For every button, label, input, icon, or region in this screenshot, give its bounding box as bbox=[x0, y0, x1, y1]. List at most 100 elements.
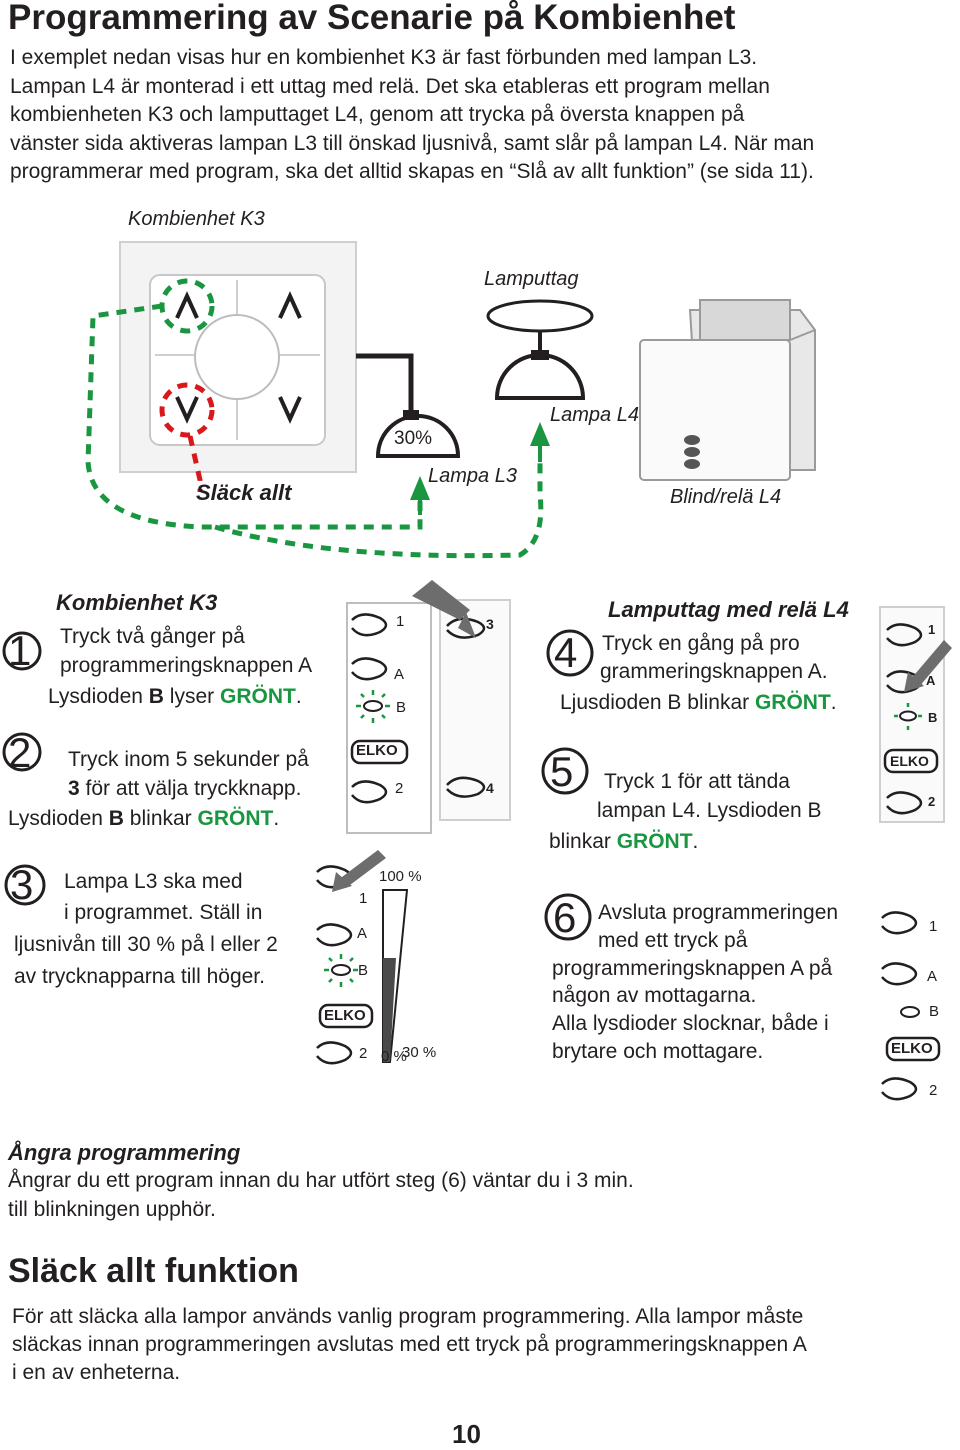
step6-line: någon av mottagarna. bbox=[552, 984, 757, 1007]
button-icon bbox=[351, 780, 388, 804]
step2-line: 3 för att välja tryckknapp. bbox=[68, 774, 301, 803]
angra-line: till blinkningen upphör. bbox=[8, 1198, 216, 1221]
button-icon bbox=[446, 776, 486, 798]
text: Lysdioden bbox=[8, 807, 109, 830]
button-icon bbox=[351, 613, 388, 637]
step4-line: Tryck en gång på pro bbox=[602, 632, 800, 655]
device-panel-step3 bbox=[316, 850, 409, 1065]
elko-logo-text: ELKO bbox=[891, 1040, 933, 1057]
label-1: 1 bbox=[928, 622, 936, 637]
angra-line: Ångrar du ett program innan du har utför… bbox=[8, 1169, 634, 1192]
intro-paragraph: I exemplet nedan visas hur en kombienhet… bbox=[10, 44, 950, 187]
step-number: 4 bbox=[554, 629, 578, 676]
step6-line: brytare och mottagare. bbox=[552, 1040, 764, 1063]
text: B bbox=[148, 685, 164, 708]
relay-box-l4 bbox=[639, 299, 816, 481]
down-arrow-icon bbox=[278, 396, 302, 424]
text: för att välja tryckknapp. bbox=[79, 777, 302, 800]
text: blinkar bbox=[549, 830, 617, 853]
green-text: GRÖNT bbox=[197, 807, 274, 830]
text: blinkar bbox=[123, 807, 198, 830]
step6-line: Alla lysdioder slocknar, både i bbox=[552, 1012, 829, 1035]
label-b: B bbox=[358, 962, 369, 979]
text: Lysdioden bbox=[48, 685, 149, 708]
dim-level-fill bbox=[383, 958, 396, 1062]
step-number: 2 bbox=[8, 729, 32, 776]
step6-line: Avsluta programmeringen bbox=[598, 901, 839, 924]
label-1: 1 bbox=[359, 890, 368, 907]
step3-line: i programmet. Ställ in bbox=[64, 901, 263, 924]
step4-line: Ljusdioden B blinkar GRÖNT. bbox=[560, 688, 837, 717]
step3-line: Lampa L3 ska med bbox=[64, 870, 243, 893]
elko-logo-text: ELKO bbox=[356, 742, 398, 759]
intro-line: programmerar med program, ska det alltid… bbox=[10, 160, 814, 184]
label-1: 1 bbox=[929, 918, 938, 935]
label-1: 1 bbox=[396, 613, 405, 630]
dim-percent-label: 30% bbox=[394, 428, 433, 449]
led-icon bbox=[363, 700, 383, 712]
text: . bbox=[692, 830, 699, 853]
step-number: 6 bbox=[553, 894, 577, 941]
elko-logo bbox=[350, 739, 409, 765]
label-100-percent: 100 % bbox=[379, 868, 422, 885]
page-title: Programmering av Scenarie på Kombienhet bbox=[8, 0, 736, 37]
down-arrow-icon bbox=[175, 396, 199, 424]
red-dashed-connection bbox=[159, 382, 215, 492]
led-blink-icon bbox=[356, 690, 390, 723]
lamputtag-label: Lamputtag bbox=[484, 268, 579, 290]
press-arrow-icon bbox=[412, 580, 476, 638]
text: 3 bbox=[68, 777, 80, 800]
step6-line: programmeringsknappen A på bbox=[552, 957, 833, 980]
label-a: A bbox=[927, 968, 938, 985]
green-text: GRÖNT bbox=[616, 830, 693, 853]
lampa-l3-label: Lampa L3 bbox=[428, 465, 517, 487]
step5-line: blinkar GRÖNT. bbox=[549, 827, 698, 856]
label-0-percent: 0 % bbox=[381, 1048, 407, 1065]
green-text: GRÖNT bbox=[219, 685, 296, 708]
up-arrow-icon bbox=[175, 291, 199, 319]
page-number: 10 bbox=[452, 1419, 481, 1449]
lamp-l3-icon bbox=[375, 410, 461, 458]
label-4: 4 bbox=[486, 780, 494, 796]
elko-logo-text: ELKO bbox=[890, 753, 929, 769]
label-b: B bbox=[929, 1003, 940, 1020]
l4-heading: Lamputtag med relä L4 bbox=[608, 597, 849, 622]
slack-heading: Släck allt funktion bbox=[8, 1252, 299, 1290]
label-2: 2 bbox=[359, 1045, 368, 1062]
slack-allt-label: Släck allt bbox=[196, 480, 292, 505]
label-a: A bbox=[394, 666, 405, 683]
wire-k3-l3 bbox=[356, 353, 414, 412]
text: lyser bbox=[163, 685, 220, 708]
step2-line: Lysdioden B blinkar GRÖNT. bbox=[8, 804, 279, 833]
intro-line: Lampan L4 är monterad i ett uttag med re… bbox=[10, 74, 770, 98]
up-arrow-icon bbox=[278, 291, 302, 319]
kombienhet-k3-switch bbox=[119, 241, 357, 473]
step-number-circles bbox=[2, 629, 594, 941]
lampa-l4-label: Lampa L4 bbox=[550, 404, 639, 426]
lamputtag-icon bbox=[486, 299, 594, 355]
switch-panel-3-4 bbox=[439, 599, 511, 821]
step1-line: Tryck två gånger på bbox=[60, 625, 245, 648]
step1-line: Lysdioden B lyser GRÖNT. bbox=[48, 682, 302, 711]
blind-rela-label: Blind/relä L4 bbox=[670, 486, 782, 508]
slack-line: släckas innan programmeringen avslutas m… bbox=[12, 1333, 807, 1356]
step4-line: grammeringsknappen A. bbox=[600, 660, 828, 683]
text: . bbox=[273, 807, 280, 830]
label-a: A bbox=[926, 673, 936, 688]
intro-line: vänster sida aktiveras lampan L3 till ön… bbox=[10, 131, 815, 155]
intro-line: kombienheten K3 och lamputtaget L4, geno… bbox=[10, 103, 745, 127]
text: . bbox=[830, 691, 837, 714]
elko-logo-text: ELKO bbox=[324, 1007, 366, 1024]
lamp-l4-icon bbox=[494, 350, 586, 400]
device-panel-l4 bbox=[879, 606, 952, 823]
green-dashed-connection bbox=[85, 278, 544, 559]
label-b: B bbox=[396, 699, 407, 716]
text: . bbox=[295, 685, 302, 708]
text: Ljusdioden B blinkar bbox=[560, 691, 755, 714]
k3-heading: Kombienhet K3 bbox=[56, 590, 218, 615]
step-number: 1 bbox=[8, 627, 32, 674]
intro-line: I exemplet nedan visas hur en kombienhet… bbox=[10, 46, 758, 69]
label-2: 2 bbox=[929, 1082, 938, 1099]
step6-line: med ett tryck på bbox=[598, 929, 748, 952]
